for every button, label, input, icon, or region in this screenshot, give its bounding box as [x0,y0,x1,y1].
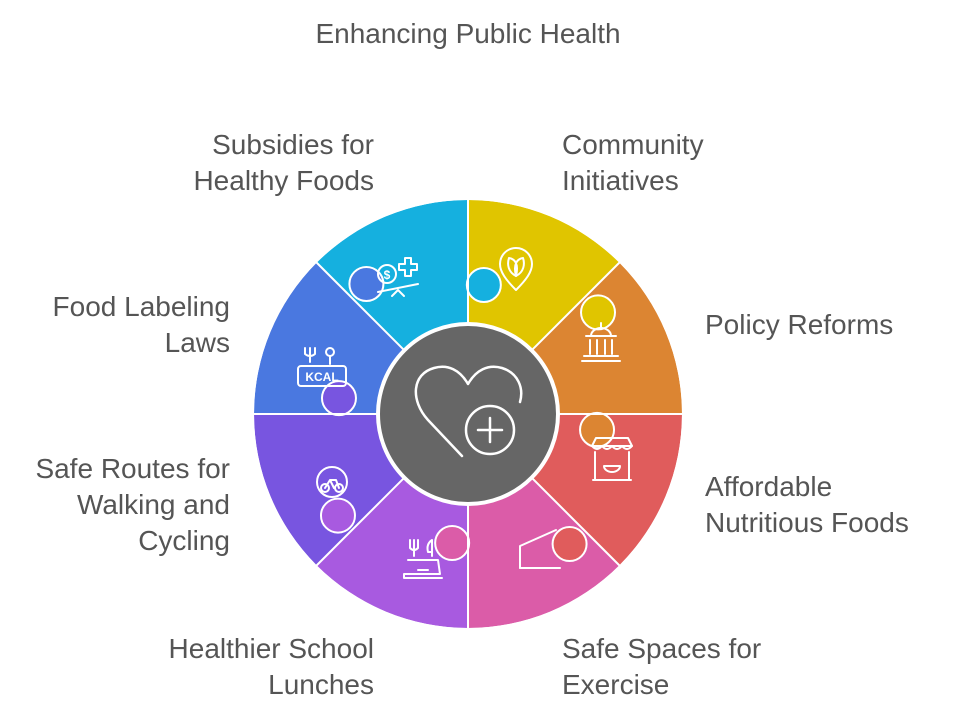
divider-line [528,474,622,568]
divider-line [314,474,408,568]
puzzle-tab-healthier-school-lunches [319,497,356,534]
ramp-icon [519,529,561,569]
money-health-scale-icon: $ [377,257,419,297]
puzzle-piece-affordable-nutritious-foods [528,414,682,566]
puzzle-tab-community-initiatives [580,294,617,331]
puzzle-piece-community-initiatives [468,200,620,354]
puzzle-piece-policy-reforms [528,262,682,414]
center-hub [376,322,560,506]
puzzle-piece-subsidies-for-healthy-foods [316,200,468,354]
kcal-label-icon: KCAL [297,347,347,387]
divider-line [314,260,408,354]
puzzle-tab-policy-reforms [579,411,616,448]
piece-dividers [252,198,684,630]
puzzle-piece-safe-spaces-for-exercise [468,474,620,628]
label-safe-spaces-for-exercise: Safe Spaces for Exercise [562,633,762,700]
puzzle-piece-safe-routes-for-walking-and-cycling [254,414,408,566]
market-stall-icon [591,437,633,481]
leaf-location-icon [499,247,533,291]
puzzle-tab-subsidies-for-healthy-foods [465,266,502,303]
puzzle-tab-affordable-nutritious-foods [551,526,588,563]
label-community-initiatives: Community Initiatives [562,129,704,196]
label-healthier-school-lunches: Healthier School Lunches [168,633,374,700]
svg-text:KCAL: KCAL [305,370,338,384]
heart-plus-icon [414,365,523,458]
puzzle-piece-healthier-school-lunches [316,474,468,628]
puzzle-piece-food-labeling-laws [254,262,408,414]
puzzle-pieces [254,200,682,628]
divider-line [528,260,622,354]
puzzle-tab-safe-routes-for-walking-and-cycling [320,380,357,417]
lunch-tray-icon [403,539,443,579]
bicycle-icon [316,466,348,498]
label-policy-reforms: Policy Reforms [705,309,894,340]
svg-text:$: $ [384,268,391,282]
label-safe-routes-for-walking-and-cycling: Safe Routes for Walking and Cycling [35,453,230,556]
label-food-labeling-laws: Food Labeling Laws [52,291,230,358]
page-title: Enhancing Public Health [315,18,621,49]
puzzle-tab-food-labeling-laws [348,265,385,302]
capitol-building-icon [581,322,621,362]
label-affordable-nutritious-foods: Affordable Nutritious Foods [705,471,909,538]
label-subsidies-for-healthy-foods: Subsidies for Healthy Foods [193,129,374,196]
puzzle-tab-safe-spaces-for-exercise [434,525,471,562]
